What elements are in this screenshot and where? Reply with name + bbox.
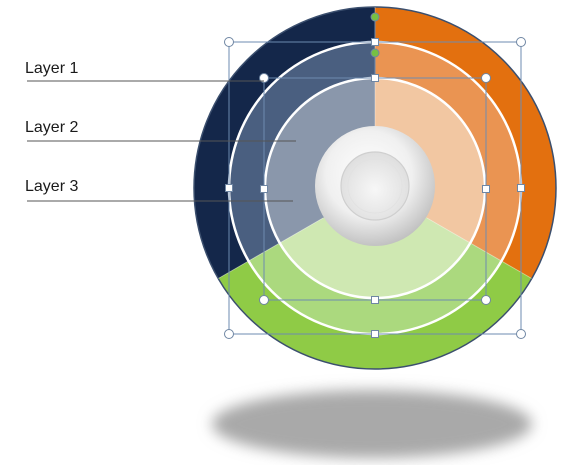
inner-corner-handle[interactable] xyxy=(259,73,269,83)
outer-edge-handle[interactable] xyxy=(225,184,233,192)
outer-edge-handle[interactable] xyxy=(517,184,525,192)
disc-shadow xyxy=(212,390,532,458)
segment-divider xyxy=(217,217,324,279)
inner-corner-handle[interactable] xyxy=(481,295,491,305)
inner-edge-handle[interactable] xyxy=(482,185,490,193)
outer-corner-handle[interactable] xyxy=(516,329,526,339)
layer-3-callout: Layer 3 xyxy=(25,178,293,202)
outer-corner-handle[interactable] xyxy=(224,329,234,339)
orange-outer-segment[interactable] xyxy=(375,7,557,279)
inner-corner-handle[interactable] xyxy=(481,73,491,83)
green-mid-segment[interactable] xyxy=(248,243,502,334)
outer-rim xyxy=(193,6,557,370)
inner-edge-handle[interactable] xyxy=(371,296,379,304)
inner-corner-handle[interactable] xyxy=(259,295,269,305)
layer-2-label: Layer 2 xyxy=(25,119,78,136)
inner-edge-handle[interactable] xyxy=(371,74,379,82)
layer-1-callout: Layer 1 xyxy=(25,60,264,82)
segment-divider xyxy=(426,217,533,279)
selection-frames[interactable] xyxy=(224,12,526,339)
outer-corner-handle[interactable] xyxy=(224,37,234,47)
outer-rotate-handle[interactable] xyxy=(370,12,380,22)
green-outer-segment[interactable] xyxy=(218,261,532,369)
inner-edge-handle[interactable] xyxy=(260,185,268,193)
layer-2-callout: Layer 2 xyxy=(25,119,296,142)
inner-rotate-handle[interactable] xyxy=(370,48,380,58)
outer-edge-handle[interactable] xyxy=(371,38,379,46)
navy-outer-segment[interactable] xyxy=(194,7,375,279)
center-hub[interactable] xyxy=(315,126,435,246)
outer-edge-handle[interactable] xyxy=(371,330,379,338)
layer-1-label: Layer 1 xyxy=(25,60,78,77)
outer-corner-handle[interactable] xyxy=(516,37,526,47)
layer-3-label: Layer 3 xyxy=(25,178,78,195)
